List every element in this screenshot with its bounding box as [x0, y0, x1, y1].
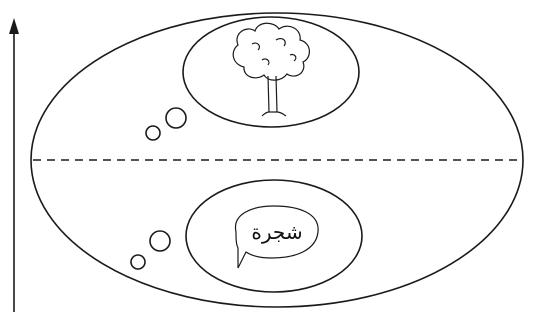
lower-thought-dot-large: [150, 231, 170, 251]
lower-thought-dot-small: [131, 255, 145, 269]
speech-word: شجرة: [251, 220, 302, 244]
upper-thought-dot-large: [166, 108, 186, 128]
upper-thought-dot-small: [146, 126, 160, 140]
upper-thought-bubble: [183, 17, 359, 127]
vertical-arrow: [9, 18, 19, 312]
tree-icon: [233, 23, 309, 116]
